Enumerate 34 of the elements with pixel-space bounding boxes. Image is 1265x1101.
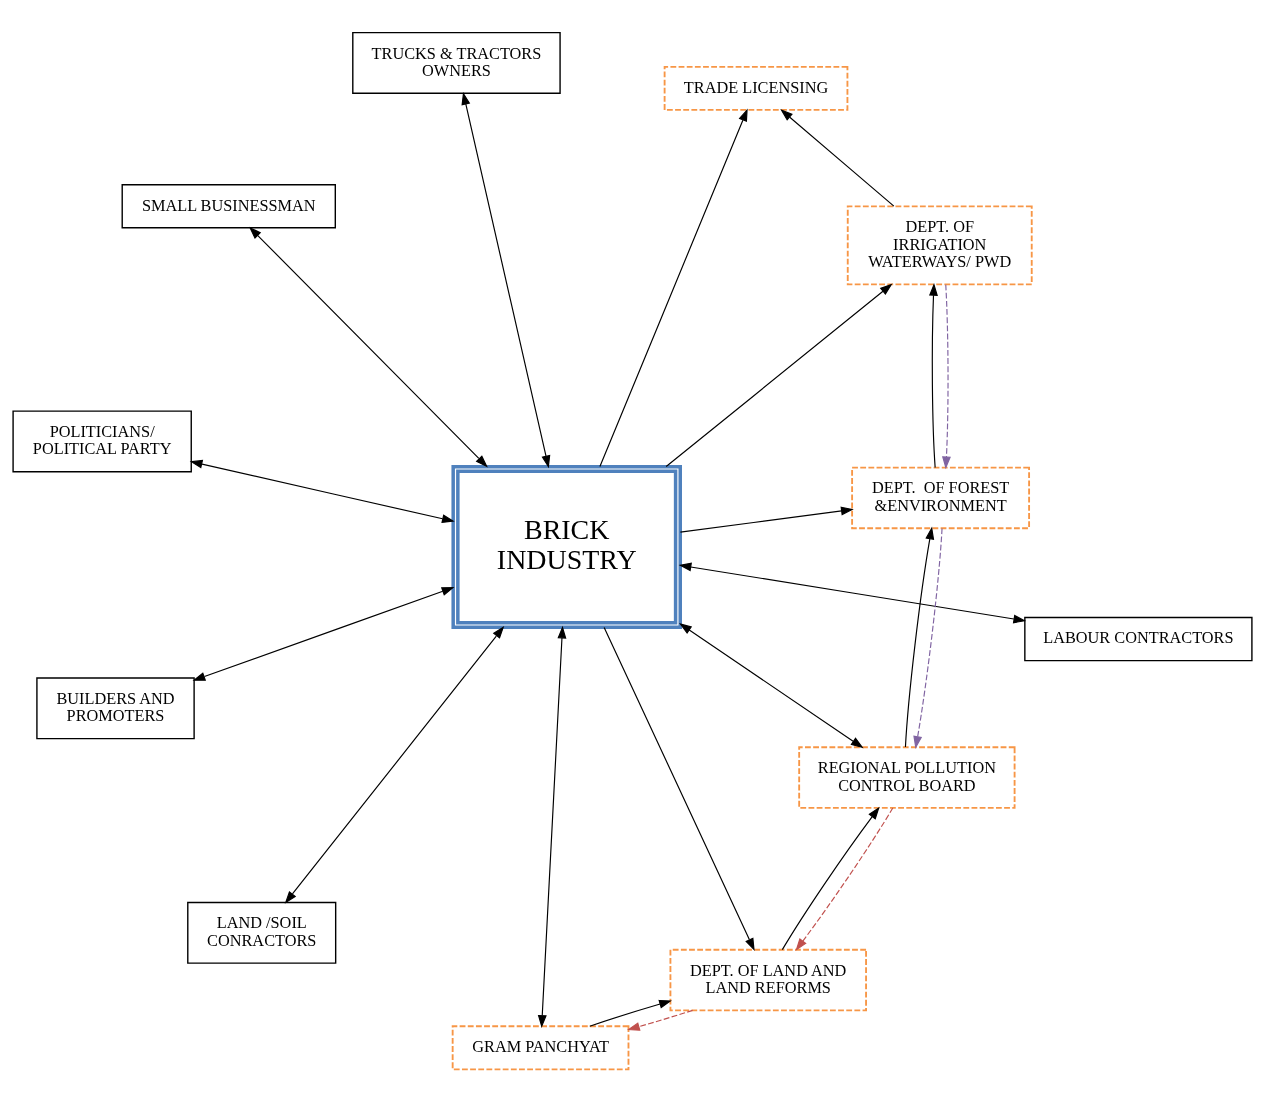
node-box: POLITICIANS/ POLITICAL PARTY [12, 409, 192, 472]
arrow [913, 527, 943, 749]
node-box: BRICK INDUSTRY [451, 464, 682, 629]
node-box: REGIONAL POLLUTION CONTROL BOARD [798, 745, 1016, 809]
arrow [589, 999, 672, 1027]
node-box: LABOUR CONTRACTORS [1024, 616, 1253, 661]
arrow [284, 625, 505, 904]
node-box: DEPT. OF LAND AND LAND REFORMS [669, 948, 867, 1011]
arrow [781, 806, 880, 950]
arrow [795, 806, 894, 951]
arrow [929, 282, 938, 468]
arrow [461, 91, 551, 468]
arrow [189, 459, 455, 523]
arrow [941, 283, 951, 469]
arrow [537, 625, 567, 1028]
arrow [248, 226, 488, 467]
node-box: DEPT. OF IRRIGATION WATERWAYS/ PWD [846, 204, 1033, 285]
node-box: BUILDERS AND PROMOTERS [36, 676, 195, 739]
arrow [599, 108, 748, 467]
node-box: DEPT. OF FOREST &ENVIRONMENT [851, 466, 1030, 529]
node-box: TRADE LICENSING [663, 65, 849, 111]
arrow [192, 586, 455, 681]
arrow [904, 526, 935, 748]
arrow [679, 506, 854, 533]
node-box: LAND /SOIL CONRACTORS [187, 901, 337, 964]
arrow [603, 626, 755, 951]
arrow [665, 283, 893, 467]
arrow [678, 562, 1027, 623]
arrow [679, 622, 864, 748]
arrow [780, 108, 895, 207]
node-box: GRAM PANCHYAT [451, 1024, 630, 1070]
node-box: SMALL BUSINESSMAN [121, 183, 336, 228]
node-box: TRUCKS & TRACTORS OWNERS [352, 31, 561, 94]
arrow [627, 1009, 694, 1031]
